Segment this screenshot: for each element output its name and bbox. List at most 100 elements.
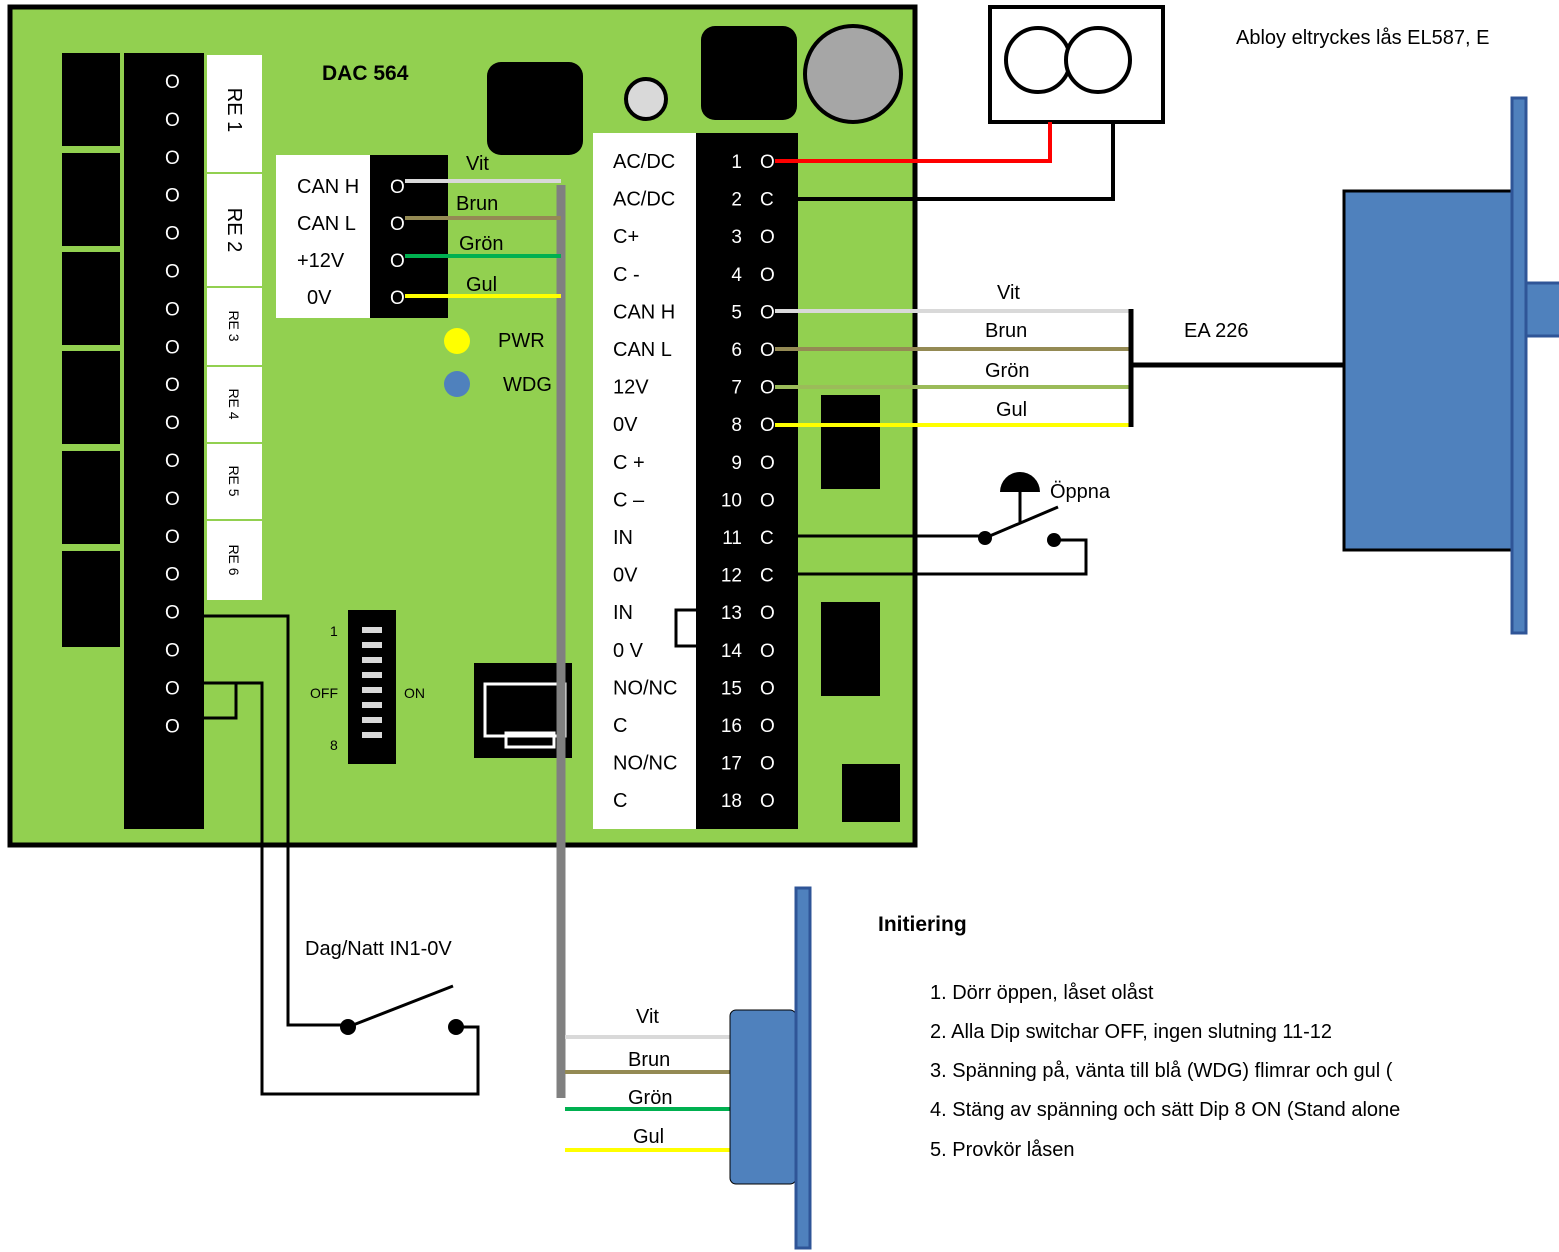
terminal-mark: O xyxy=(760,678,775,699)
relay-label-re1: RE 1 xyxy=(223,88,245,132)
buzzer-icon xyxy=(803,24,903,124)
initiering-step: 4. Stäng av spänning och sätt Dip 8 ON (… xyxy=(930,1099,1400,1121)
left-terminal-mark: O xyxy=(165,262,180,283)
left-terminal-mark: O xyxy=(165,186,180,207)
lock-body xyxy=(1342,189,1514,552)
left-terminal-mark: O xyxy=(165,110,180,131)
terminal-label: 0 V xyxy=(613,640,644,662)
terminal-label: 12V xyxy=(613,377,649,399)
terminal-mark: O xyxy=(760,791,775,812)
terminal-number: 18 xyxy=(721,791,742,812)
left-terminal-mark: O xyxy=(165,299,180,320)
yellow-led-icon xyxy=(444,328,470,354)
open-button-label: Öppna xyxy=(1050,481,1111,503)
terminal-label: NO/NC xyxy=(613,677,677,699)
terminal-mark: O xyxy=(760,302,775,323)
switch-lever xyxy=(347,984,454,1029)
dip-lever xyxy=(362,627,382,633)
led-label-wdg: WDG xyxy=(503,374,552,396)
terminal-mark: O xyxy=(760,754,775,775)
can-label: CAN L xyxy=(297,213,356,235)
terminal-mark: O xyxy=(760,152,775,173)
terminal-mark: O xyxy=(760,378,775,399)
can-label-box xyxy=(276,155,372,318)
board-component xyxy=(821,602,880,696)
can-label: CAN H xyxy=(297,176,359,198)
terminal-number: 4 xyxy=(731,265,742,286)
can-mark: O xyxy=(390,251,405,272)
terminal-label: C – xyxy=(613,489,645,511)
jumper-wire xyxy=(204,683,238,720)
board-title: DAC 564 xyxy=(322,62,409,85)
wire-daynight xyxy=(204,681,480,1096)
terminal-number: 13 xyxy=(721,603,742,624)
left-terminal-mark: O xyxy=(165,641,180,662)
day-night-label: Dag/Natt IN1-0V xyxy=(305,938,452,960)
led-label-pwr: PWR xyxy=(498,330,545,352)
wire-label: Vit xyxy=(997,282,1020,304)
dip-label-off: OFF xyxy=(310,685,338,701)
terminal-number: 1 xyxy=(731,152,742,173)
left-terminal-mark: O xyxy=(165,413,180,434)
left-terminal-mark: O xyxy=(165,224,180,245)
left-terminal-mark: O xyxy=(165,375,180,396)
dip-label-top: 1 xyxy=(330,623,338,639)
dip-label-on: ON xyxy=(404,685,425,701)
terminal-number: 10 xyxy=(721,490,742,511)
wire-label: Grön xyxy=(985,360,1029,382)
can-mark: O xyxy=(390,214,405,235)
relay-label-re5: RE 5 xyxy=(226,465,242,496)
terminal-mark: C xyxy=(760,528,774,549)
left-terminal-mark: O xyxy=(165,148,180,169)
ea-label: EA 226 xyxy=(1184,320,1249,342)
relay-label-box xyxy=(207,55,262,172)
terminal-label: C xyxy=(613,715,627,737)
board-component xyxy=(842,764,900,822)
terminal-number: 12 xyxy=(721,566,742,587)
transformer-coil-icon xyxy=(1004,26,1072,94)
network-port-inner xyxy=(504,731,556,749)
left-terminal-mark: O xyxy=(165,489,180,510)
terminal-label: CAN L xyxy=(613,339,672,361)
terminal-mark: O xyxy=(760,641,775,662)
terminal-mark: C xyxy=(760,190,774,211)
wire-button xyxy=(775,538,1088,576)
terminal-label: C + xyxy=(613,452,645,474)
board-component xyxy=(821,395,880,489)
wire-ac-red xyxy=(775,122,1052,163)
terminal-number: 3 xyxy=(731,227,742,248)
terminal-label: NO/NC xyxy=(613,753,677,775)
terminal-number: 7 xyxy=(731,378,742,399)
initiering-title: Initiering xyxy=(878,913,967,936)
push-button-icon xyxy=(1000,472,1040,492)
wire-label: Gul xyxy=(466,274,497,296)
dip-lever xyxy=(362,657,382,663)
wire-label: Brun xyxy=(456,193,498,215)
network-port xyxy=(474,663,572,758)
terminal-number: 11 xyxy=(722,528,742,549)
terminal-label: IN xyxy=(613,602,633,624)
dip-switch-levers xyxy=(362,627,382,738)
wire-label: Gul xyxy=(996,399,1027,421)
lock-faceplate xyxy=(1510,96,1528,635)
terminal-number: 14 xyxy=(721,641,743,662)
wire-label: Grön xyxy=(459,233,503,255)
terminal-number: 16 xyxy=(721,716,742,737)
transformer-coil-icon xyxy=(1064,26,1132,94)
terminal-mark: O xyxy=(760,490,775,511)
terminal-label: 0V xyxy=(613,414,638,436)
terminal-mark: O xyxy=(760,603,775,624)
terminal-label: CAN H xyxy=(613,301,675,323)
terminal-mark: O xyxy=(760,340,775,361)
lock-title: Abloy eltryckes lås EL587, E xyxy=(1236,27,1489,49)
relay-label-re3: RE 3 xyxy=(226,310,242,341)
can-mark: O xyxy=(390,288,405,309)
left-terminal-mark: O xyxy=(165,72,180,93)
left-terminal-mark: O xyxy=(165,451,180,472)
lock-faceplate xyxy=(794,886,812,1250)
terminal-mark: C xyxy=(760,566,774,587)
wire-label: Brun xyxy=(985,320,1027,342)
relay-label-box xyxy=(207,174,262,286)
